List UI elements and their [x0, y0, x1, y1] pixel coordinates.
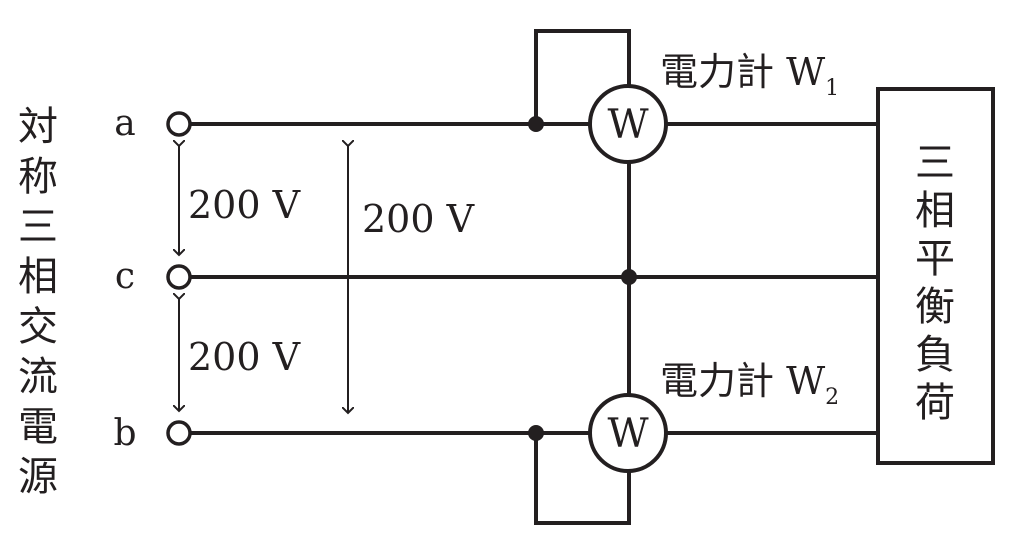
- source-label-char: 交: [18, 304, 58, 350]
- wattmeter-w2: W: [588, 393, 668, 473]
- source-label-char: 対: [18, 104, 58, 150]
- wattmeter-w2-body: [588, 393, 668, 473]
- load-label-char: 三: [915, 140, 955, 186]
- wattmeter-w1: W: [588, 84, 668, 164]
- wattmeter-w1-label: 電力計 W1: [660, 50, 839, 101]
- wattmeter-w1-body: [588, 84, 668, 164]
- source-label-char: 三: [18, 204, 58, 250]
- wattmeter-w2-label-subscript: 2: [825, 385, 839, 410]
- voltage-label-cb: 200 V: [188, 335, 301, 379]
- junction-dot-b: [528, 425, 544, 441]
- junction-dot-a: [528, 116, 544, 132]
- wattmeter-w2-symbol: W: [607, 411, 648, 457]
- w1-bypass-loop: [534, 29, 631, 126]
- load-box: [876, 87, 995, 465]
- source-label-char: 称: [18, 154, 58, 200]
- source-label-char: 源: [18, 454, 58, 500]
- terminal-a: [166, 111, 192, 137]
- wattmeter-w1-label-subscript: 1: [825, 76, 839, 101]
- terminal-b: [166, 420, 192, 446]
- load-label-char: 衡: [915, 284, 955, 330]
- wattmeter-w2-label-text: 電力計 W: [660, 359, 825, 403]
- terminal-c: [166, 264, 192, 290]
- voltage-label-ab: 200 V: [362, 197, 475, 241]
- source-label: 対 称 三 相 交 流 電 源: [18, 104, 58, 500]
- wattmeter-w1-symbol: W: [607, 102, 648, 148]
- load-label-char: 平: [915, 236, 955, 282]
- source-label-char: 流: [18, 354, 58, 400]
- load-label-char: 負: [915, 332, 955, 378]
- w2-bypass-loop: [534, 431, 631, 525]
- junction-dot-c: [621, 269, 637, 285]
- load-label-char: 荷: [915, 380, 955, 426]
- voltage-label-ac: 200 V: [188, 183, 301, 227]
- load-label-char: 相: [915, 188, 955, 234]
- terminal-label-a: a: [114, 103, 135, 144]
- source-label-char: 電: [18, 404, 58, 450]
- terminal-label-c: c: [115, 256, 135, 297]
- terminal-label-b: b: [113, 413, 136, 454]
- wattmeter-w1-label-text: 電力計 W: [660, 50, 825, 94]
- wattmeter-w2-label: 電力計 W2: [660, 359, 839, 410]
- source-label-char: 相: [18, 254, 58, 300]
- load-label: 三 相 平 衡 負 荷: [915, 140, 955, 426]
